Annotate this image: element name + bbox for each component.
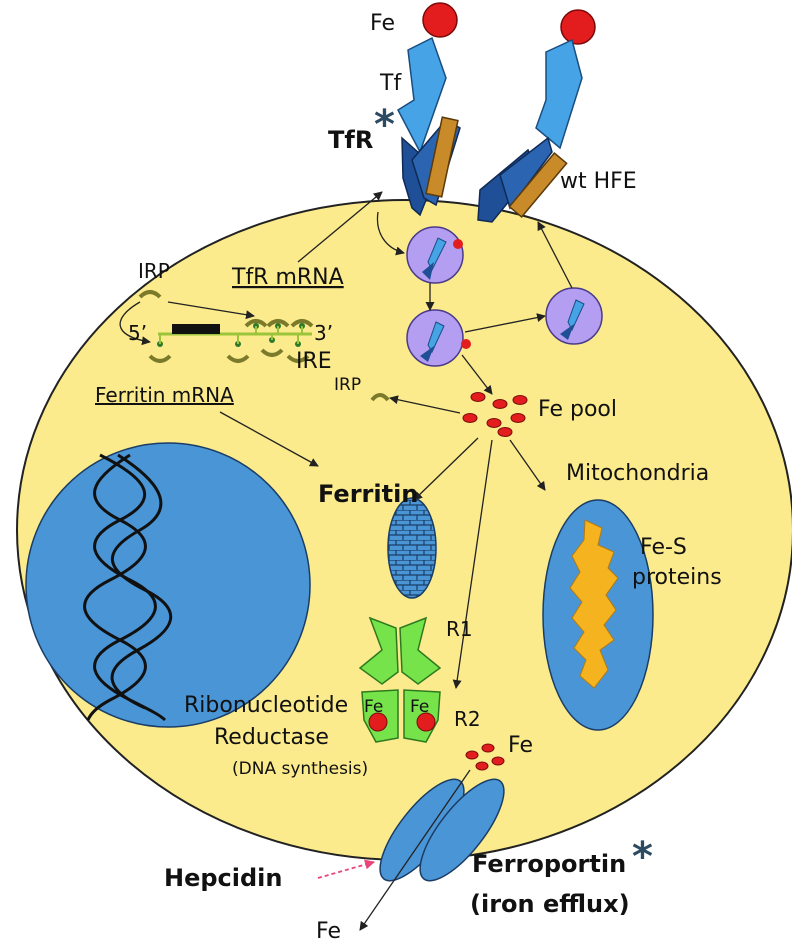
label-fes-line2: proteins bbox=[632, 565, 722, 590]
label-fe-top: Fe bbox=[370, 11, 395, 36]
hfe-protein-left bbox=[425, 116, 459, 198]
iron-atom bbox=[422, 2, 458, 38]
label-fe-r-left: Fe bbox=[364, 697, 383, 717]
label-3-prime: 3’ bbox=[314, 321, 333, 345]
label-irp-top: IRP bbox=[138, 259, 170, 283]
label-tf: Tf bbox=[379, 71, 402, 96]
label-ferritin: Ferritin bbox=[318, 480, 418, 508]
ferroportin-asterisk: * bbox=[632, 834, 653, 880]
endosome-2 bbox=[406, 309, 471, 367]
label-5-prime: 5’ bbox=[128, 321, 147, 345]
hfe-receptor-complex bbox=[477, 136, 568, 223]
fe-s-proteins-body bbox=[569, 519, 619, 689]
transferrin-left bbox=[397, 2, 458, 154]
label-fes-line1: Fe-S bbox=[640, 535, 687, 560]
label-ferroportin: Ferroportin bbox=[472, 850, 626, 878]
wt-hfe-protein bbox=[508, 151, 568, 219]
label-fe-pool: Fe pool bbox=[538, 397, 617, 422]
label-ire: IRE bbox=[296, 349, 332, 374]
label-tfr-mrna: TfR mRNA bbox=[231, 265, 344, 290]
transferrin-right bbox=[535, 9, 596, 150]
rnr-iron-left bbox=[368, 712, 388, 732]
label-fe-r-right: Fe bbox=[410, 697, 429, 717]
label-r1: R1 bbox=[446, 617, 473, 641]
label-irp-mid: IRP bbox=[334, 375, 361, 395]
label-wt-hfe: wt HFE bbox=[560, 169, 637, 194]
dna-helix bbox=[83, 453, 173, 722]
label-ferritin-mrna: Ferritin mRNA bbox=[95, 383, 234, 407]
hepcidin-arrow bbox=[317, 859, 375, 879]
label-r2: R2 bbox=[454, 707, 481, 731]
label-hepcidin: Hepcidin bbox=[164, 864, 283, 892]
label-fe-export: Fe bbox=[508, 733, 533, 758]
ferroportin bbox=[379, 778, 505, 882]
mitochondria bbox=[542, 499, 654, 731]
label-rnr-line1: Ribonucleotide bbox=[184, 693, 348, 718]
fe-export-dots bbox=[465, 743, 505, 771]
fe-pool bbox=[462, 392, 528, 437]
label-iron-efflux: (iron efflux) bbox=[470, 890, 630, 918]
label-mitochondria: Mitochondria bbox=[566, 461, 709, 486]
label-rnr-line2: Reductase bbox=[214, 725, 329, 750]
endosome-1 bbox=[406, 226, 464, 284]
endosome-3 bbox=[545, 287, 603, 345]
tfr-mrna-construct bbox=[138, 290, 314, 363]
transferrin-protein bbox=[535, 38, 583, 150]
label-tfr: TfR bbox=[328, 126, 373, 154]
iron-atom bbox=[560, 9, 596, 45]
irp-free bbox=[370, 393, 390, 402]
coding-region bbox=[172, 324, 220, 334]
label-fe-bottom: Fe bbox=[316, 919, 341, 944]
rnr-iron-right bbox=[416, 712, 436, 732]
tfr-asterisk: * bbox=[374, 102, 395, 148]
transferrin-receptor bbox=[401, 116, 461, 217]
label-rnr-line3: (DNA synthesis) bbox=[232, 759, 368, 779]
ferritin-shell bbox=[387, 497, 437, 599]
nucleus bbox=[25, 442, 311, 728]
